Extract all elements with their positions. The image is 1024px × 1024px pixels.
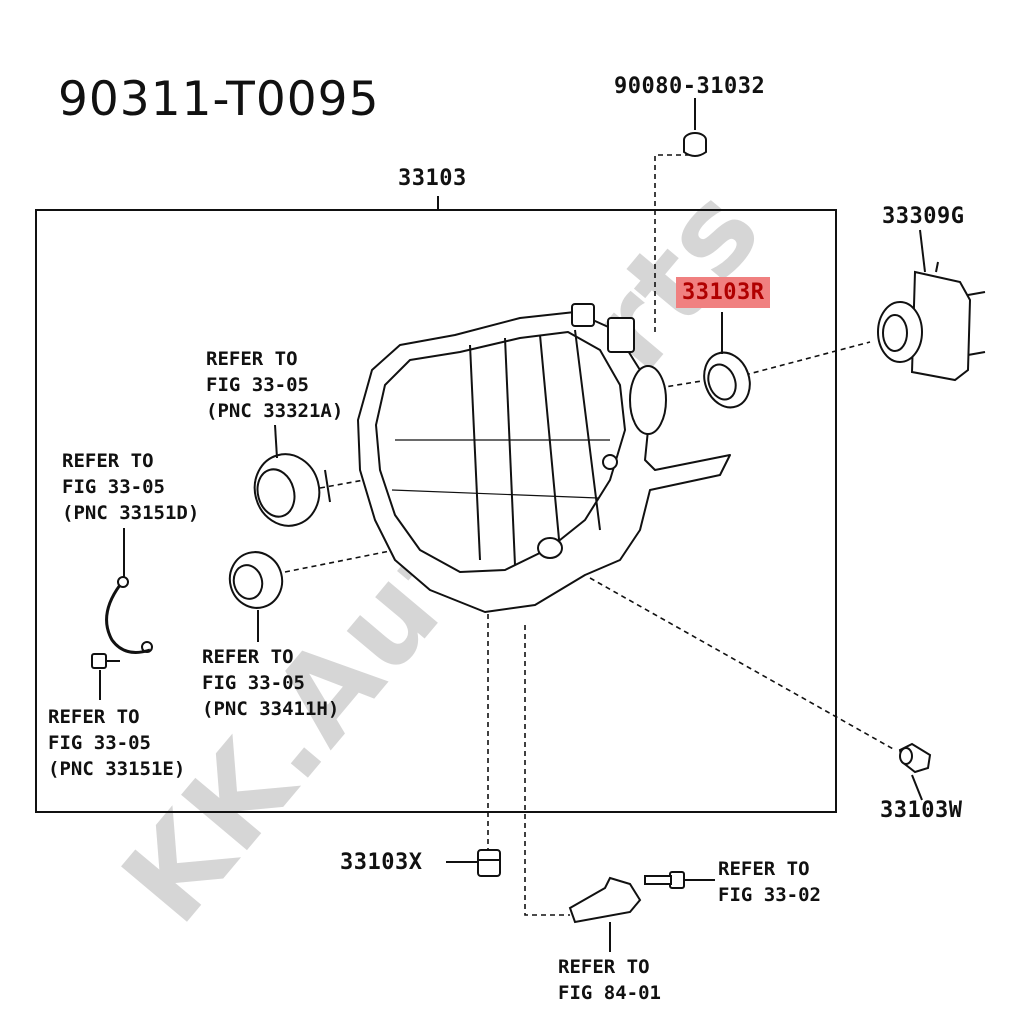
label-33103w: 33103W <box>880 798 963 823</box>
ref-line: FIG 84-01 <box>558 982 661 1004</box>
label-leaders <box>99 98 926 801</box>
label-33309g: 33309G <box>882 204 965 229</box>
ref-line: REFER TO <box>48 706 140 728</box>
ref-bracket-bolt: REFER TO FIG 33-02 <box>718 856 821 908</box>
bracket-part <box>568 876 642 952</box>
oil-seal-part <box>703 351 751 409</box>
flange-part <box>877 261 986 382</box>
highlight-box[interactable]: 33103R <box>676 277 771 308</box>
ref-line: FIG 33-05 <box>62 476 165 498</box>
ref-bearing-upper: REFER TO FIG 33-05 (PNC 33321A) <box>206 346 343 424</box>
ref-line: FIG 33-02 <box>718 884 821 906</box>
ref-line: FIG 33-05 <box>202 672 305 694</box>
ref-line: REFER TO <box>62 450 154 472</box>
bracket-bolt-part <box>644 871 715 889</box>
ref-line: REFER TO <box>202 646 294 668</box>
ref-bracket: REFER TO FIG 84-01 <box>558 954 661 1006</box>
assembly-frame <box>35 209 837 813</box>
ref-line: (PNC 33151D) <box>62 502 200 524</box>
upper-bearing-part <box>253 453 331 527</box>
small-bolt-part <box>91 653 120 669</box>
lower-bearing-part <box>228 551 284 609</box>
ref-small-bolt: REFER TO FIG 33-05 (PNC 33151E) <box>48 704 185 782</box>
right-plug-part <box>898 742 932 774</box>
ref-snap-ring: REFER TO FIG 33-05 (PNC 33151D) <box>62 448 199 526</box>
ref-line: REFER TO <box>558 956 650 978</box>
ref-line: (PNC 33411H) <box>202 698 340 720</box>
ref-line: REFER TO <box>718 858 810 880</box>
transfer-case-housing <box>357 303 731 613</box>
ref-line: REFER TO <box>206 348 298 370</box>
bottom-plug-part <box>446 849 501 877</box>
ref-line: FIG 33-05 <box>48 732 151 754</box>
page-title: 90311-T0095 <box>58 72 380 127</box>
label-33103x: 33103X <box>340 850 423 875</box>
ref-line: (PNC 33321A) <box>206 400 344 422</box>
label-90080-31032: 90080-31032 <box>614 74 766 99</box>
top-plug-part <box>683 132 707 157</box>
ref-line: FIG 33-05 <box>206 374 309 396</box>
ref-line: (PNC 33151E) <box>48 758 186 780</box>
ref-bearing-lower: REFER TO FIG 33-05 (PNC 33411H) <box>202 644 339 722</box>
label-33103: 33103 <box>398 166 467 191</box>
label-33103r-highlighted[interactable]: 33103R <box>676 277 771 308</box>
snap-ring-part <box>105 576 153 654</box>
